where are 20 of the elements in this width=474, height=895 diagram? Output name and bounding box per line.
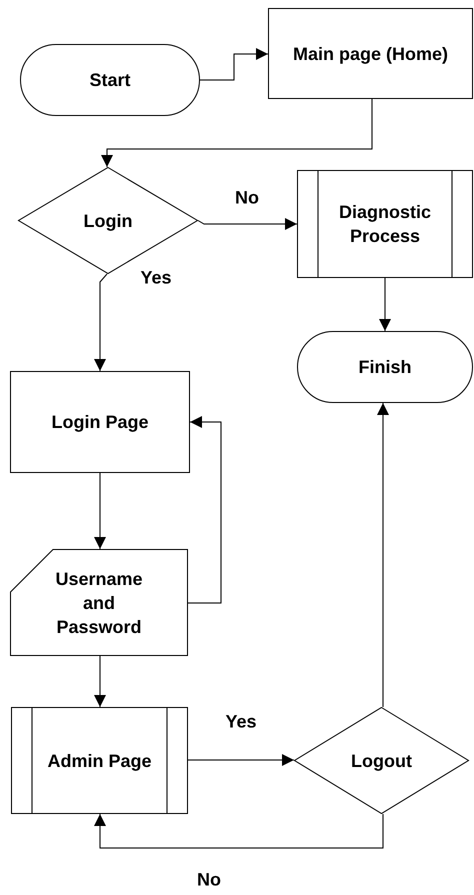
arrow <box>94 472 106 550</box>
arrow <box>94 814 384 848</box>
node-label: Start <box>89 69 130 92</box>
node-label: Username and Password <box>54 568 144 638</box>
node-label: Login <box>84 210 132 232</box>
arrow <box>94 656 106 708</box>
arrow <box>377 402 389 708</box>
node-label: Logout <box>351 750 412 772</box>
arrow <box>198 218 298 230</box>
node-label: Admin Page <box>47 750 152 772</box>
node-label: Finish <box>358 356 412 379</box>
node-label: Diagnostic Process <box>338 201 432 248</box>
arrow <box>188 416 222 604</box>
arrow <box>94 274 108 372</box>
arrow <box>101 98 372 168</box>
node-label: Login Page <box>51 411 148 434</box>
node-label: Main page (Home) <box>292 42 448 66</box>
arrow <box>188 754 294 766</box>
arrow <box>200 48 268 80</box>
arrow <box>379 278 391 332</box>
